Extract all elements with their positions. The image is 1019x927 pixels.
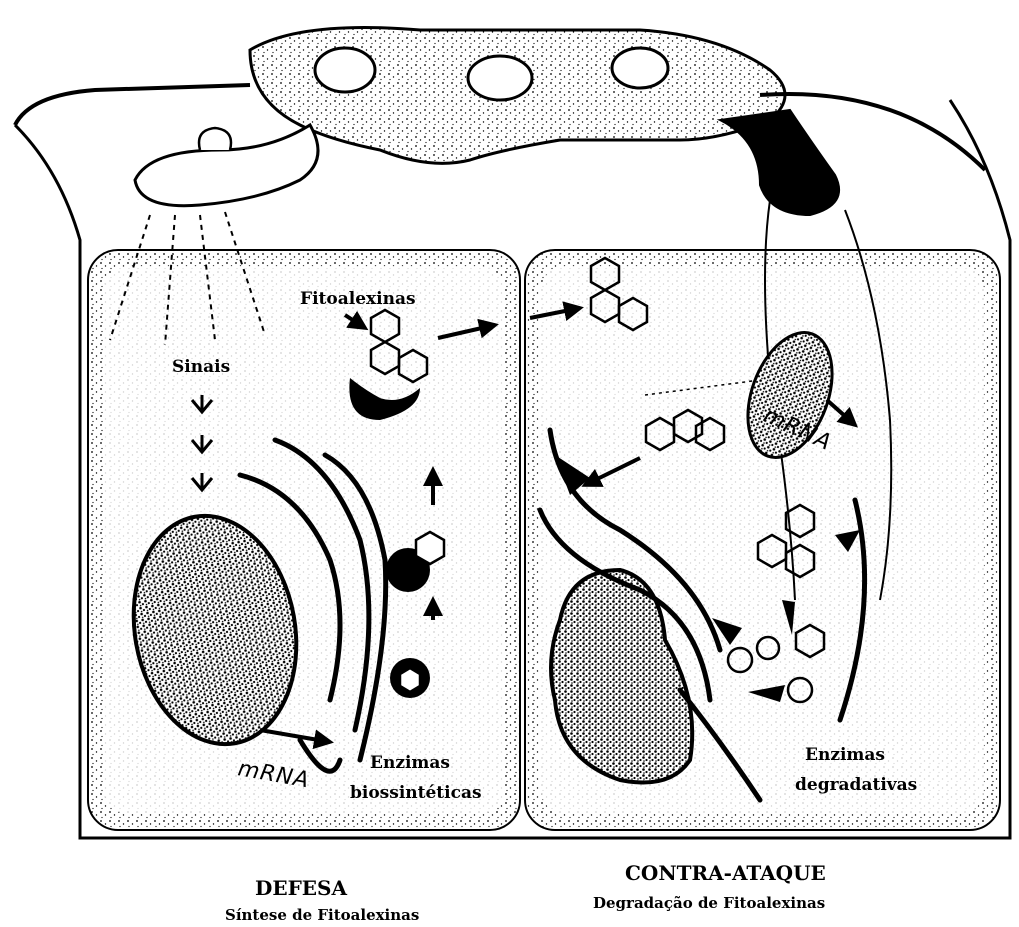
- label-enzimas-bio-1: Enzimas: [370, 753, 450, 773]
- appressorium-tip: [199, 128, 231, 150]
- caption-defesa: DEFESA: [255, 876, 347, 900]
- label-enzimas-deg-1: Enzimas: [805, 745, 885, 765]
- label-enzimas-deg-2: degradativas: [795, 775, 917, 795]
- caption-sintese: Síntese de Fitoalexinas: [225, 906, 419, 922]
- hypha-nucleus-3: [612, 48, 668, 88]
- label-fitoalexinas: Fitoalexinas: [300, 289, 416, 309]
- label-enzimas-bio-2: biossintéticas: [350, 783, 482, 803]
- label-sinais: Sinais: [172, 357, 230, 377]
- hypha-nucleus-2: [468, 56, 532, 100]
- caption-degradacao: Degradação de Fitoalexinas: [593, 894, 825, 912]
- caption-contra-ataque: CONTRA-ATAQUE: [625, 861, 826, 885]
- hypha-nucleus-1: [315, 48, 375, 92]
- appressorium-right: [720, 110, 839, 215]
